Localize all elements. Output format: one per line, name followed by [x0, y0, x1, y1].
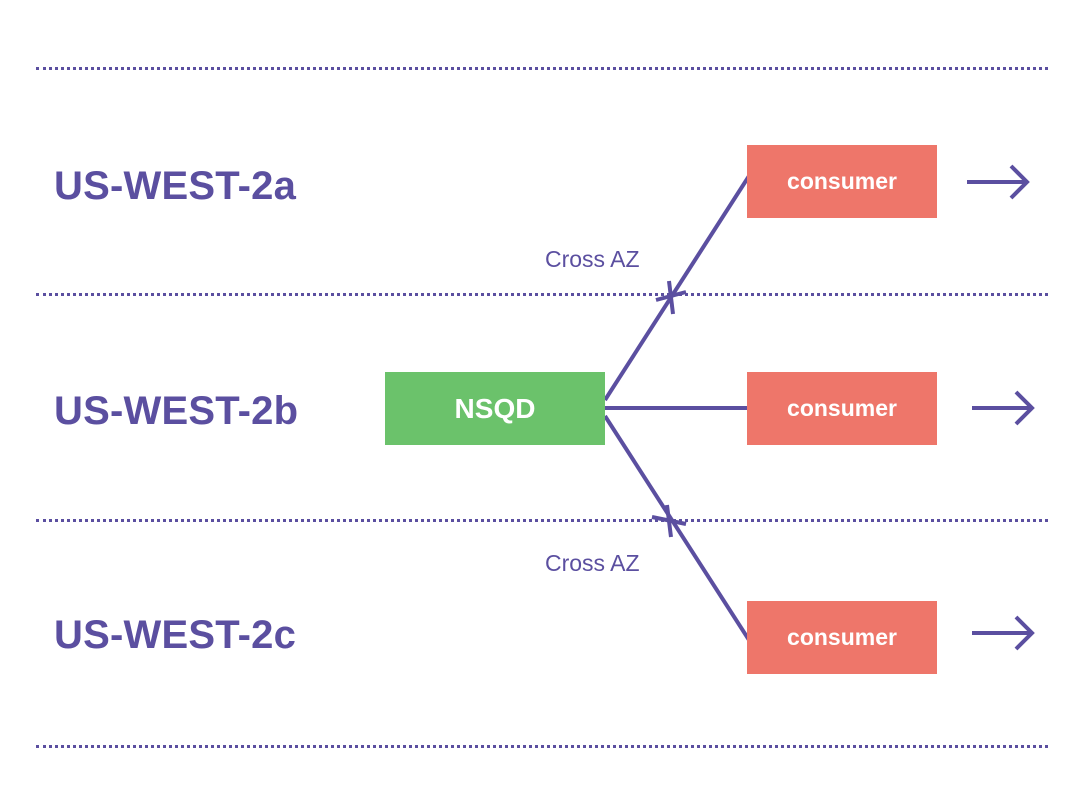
right-arrow-icon: [972, 615, 1035, 651]
right-arrow-icon: [967, 164, 1030, 200]
right-arrow-icon: [972, 390, 1035, 426]
zone-divider: [36, 67, 1048, 70]
cross-mark-icon: [651, 504, 687, 538]
edge-label-cross-az-lower: Cross AZ: [545, 550, 640, 576]
cross-mark-icon: [655, 280, 687, 315]
consumer-label: consumer: [787, 395, 897, 421]
edge-label-cross-az-upper: Cross AZ: [545, 246, 640, 272]
consumer-label: consumer: [787, 624, 897, 650]
zone-divider: [36, 519, 1048, 522]
zone-label-us-west-2b: US-WEST-2b: [54, 389, 299, 433]
consumer-node-b: consumer: [747, 372, 937, 445]
zone-divider: [36, 745, 1048, 748]
nsqd-label: NSQD: [454, 392, 536, 424]
zone-divider: [36, 293, 1048, 296]
link-nsqd-to-consumer-c: [603, 414, 751, 642]
zone-label-us-west-2a: US-WEST-2a: [54, 164, 297, 208]
zone-label-us-west-2c: US-WEST-2c: [54, 613, 297, 657]
consumer-label: consumer: [787, 168, 897, 194]
link-nsqd-to-consumer-a: [603, 174, 751, 402]
nsqd-node: NSQD: [385, 372, 605, 445]
consumer-node-a: consumer: [747, 145, 937, 218]
consumer-node-c: consumer: [747, 601, 937, 674]
